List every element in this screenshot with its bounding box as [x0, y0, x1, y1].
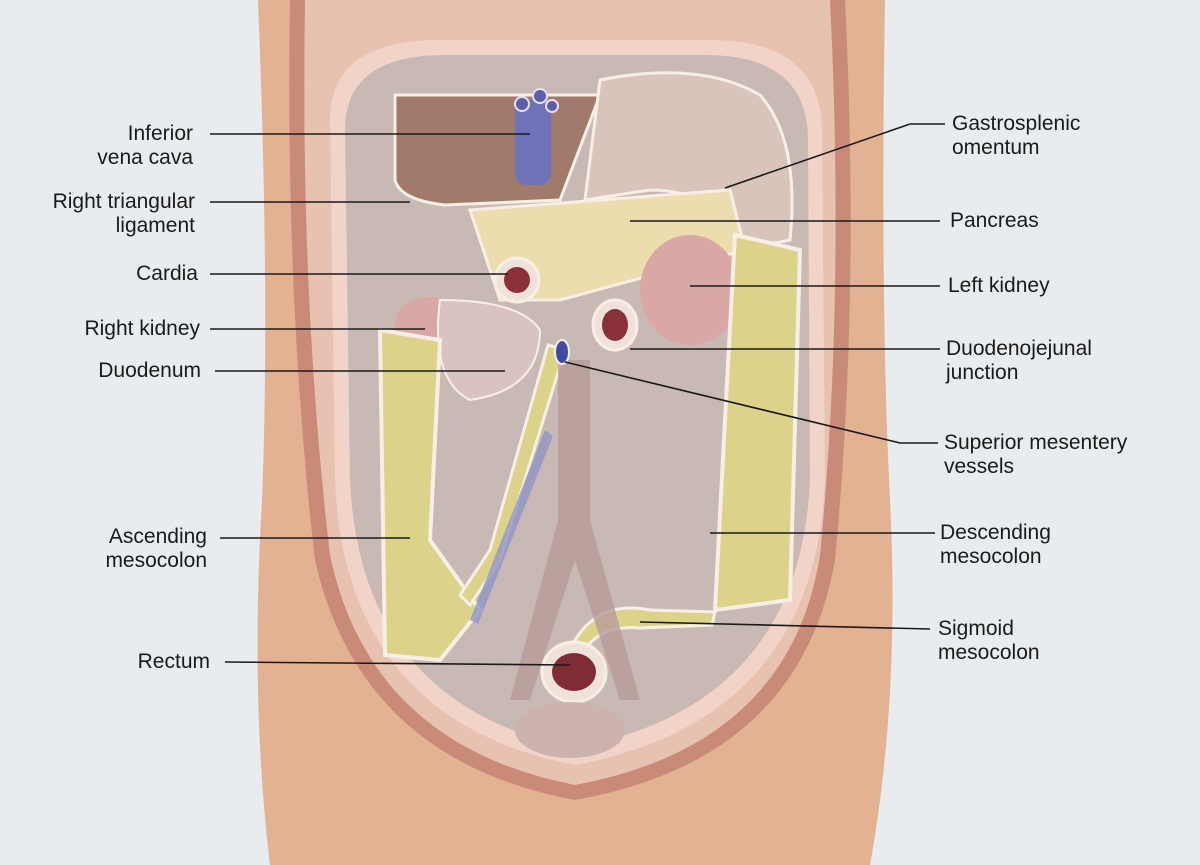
label-line: Duodenum — [98, 359, 201, 382]
label-line: vessels — [944, 455, 1015, 478]
leader-sigmoid-mesocolon — [639, 621, 931, 630]
label-line: Cardia — [136, 262, 198, 285]
label-sigmoid-mesocolon: Sigmoid mesocolon — [938, 617, 1040, 665]
ivc-hepatic-vein-1 — [514, 96, 530, 112]
ivc-shape — [515, 100, 551, 185]
leader-rectum — [224, 661, 571, 666]
label-ascending-mesocolon: Ascending mesocolon — [20, 525, 207, 573]
smv-opening — [554, 339, 570, 365]
label-pancreas: Pancreas — [950, 209, 1039, 233]
label-rectum: Rectum — [20, 650, 210, 674]
leader-gastrosplenic-omentum — [724, 123, 945, 189]
label-line: Superior mesentery — [944, 431, 1128, 454]
label-line: omentum — [952, 136, 1040, 159]
left-kidney-shape — [640, 235, 740, 345]
label-line: Sigmoid — [938, 617, 1014, 640]
descending-mesocolon-shape — [712, 232, 803, 613]
label-line: Gastrosplenic — [952, 112, 1081, 135]
label-right-triangular-ligament: Right triangular ligament — [5, 190, 195, 238]
label-line: Right kidney — [84, 317, 200, 340]
label-line: Descending — [940, 521, 1051, 544]
label-line: Pancreas — [950, 209, 1039, 232]
label-line: Left kidney — [948, 274, 1050, 297]
bladder-shape — [515, 702, 625, 758]
label-line: Inferior — [127, 122, 193, 145]
leader-superior-mesentery-vessels — [564, 361, 938, 444]
label-line: mesocolon — [940, 545, 1042, 568]
label-superior-mesentery-vessels: Superior mesentery vessels — [944, 431, 1127, 479]
label-cardia: Cardia — [20, 262, 198, 286]
duodenum-shape — [437, 298, 542, 402]
label-inferior-vena-cava: Inferior vena cava — [20, 122, 193, 170]
label-duodenum: Duodenum — [20, 359, 201, 383]
label-left-kidney: Left kidney — [948, 274, 1050, 298]
ivc-hepatic-vein-3 — [545, 99, 559, 113]
aorta-shape — [510, 360, 640, 700]
label-line: ligament — [115, 214, 195, 237]
ivc-hepatic-vein-2 — [532, 88, 548, 104]
label-line: mesocolon — [105, 549, 207, 572]
dj-junction-lumen — [602, 309, 628, 341]
cardia-lumen — [504, 267, 530, 293]
label-descending-mesocolon: Descending mesocolon — [940, 521, 1051, 569]
iliac-vein-shape — [470, 430, 553, 624]
label-line: junction — [946, 361, 1019, 384]
leader-lines — [210, 123, 945, 666]
label-line: vena cava — [97, 146, 193, 169]
label-line: Ascending — [108, 525, 207, 548]
label-duodenojejunal-junction: Duodenojejunal junction — [946, 337, 1092, 385]
rectum-lumen — [552, 653, 596, 691]
label-line: Duodenojejunal — [946, 337, 1092, 360]
label-gastrosplenic-omentum: Gastrosplenic omentum — [952, 112, 1080, 160]
label-line: Rectum — [137, 650, 210, 673]
label-line: Right triangular — [52, 190, 195, 213]
label-right-kidney: Right kidney — [20, 317, 200, 341]
label-line: mesocolon — [938, 641, 1040, 664]
